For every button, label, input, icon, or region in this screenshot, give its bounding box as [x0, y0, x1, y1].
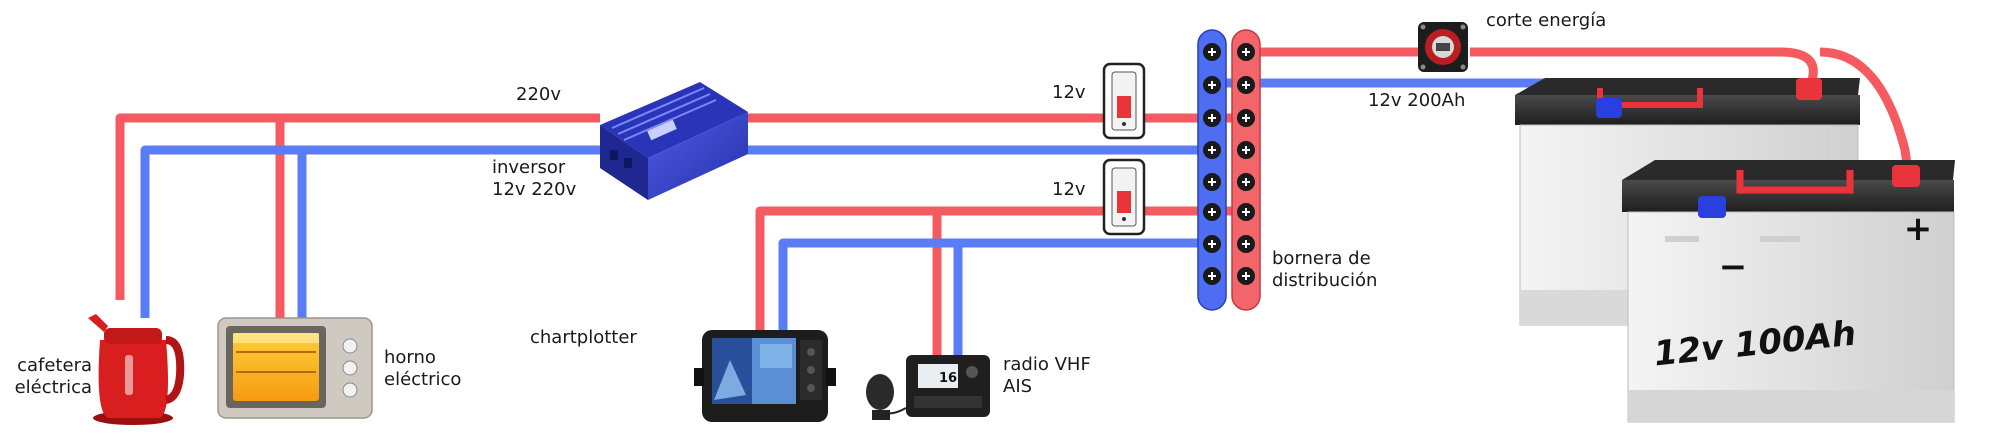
- inverter-icon: [600, 82, 748, 200]
- wire-nav-positive: [755, 206, 1245, 333]
- label-bus-line1: bornera de: [1272, 248, 1371, 269]
- label-radio-line2: AIS: [1003, 376, 1033, 397]
- wire-nav-negative: [778, 238, 1212, 333]
- label-chartplotter: chartplotter: [530, 327, 637, 348]
- chartplotter-icon: [694, 330, 836, 422]
- label-oven-line1: horno: [384, 347, 436, 368]
- battery-plus-sign: +: [1904, 209, 1933, 249]
- negative-bus-terminal: [1203, 141, 1221, 159]
- negative-bus-terminal: [1203, 203, 1221, 221]
- wire-220v-negative: [140, 145, 600, 318]
- kettle-icon: [88, 314, 185, 425]
- label-battery-switch: corte energía: [1486, 10, 1607, 31]
- label-oven-line2: eléctrico: [384, 369, 462, 390]
- battery-icon: [1622, 160, 1955, 423]
- battery-minus-sign: −: [1719, 247, 1748, 287]
- label-battery-bank: 12v 200Ah: [1368, 90, 1466, 111]
- negative-bus-terminal: [1203, 43, 1221, 61]
- wire-switch-to-battery: [1470, 47, 1818, 82]
- bus-terminals: [1203, 43, 1255, 285]
- positive-bus-terminal: [1237, 76, 1255, 94]
- positive-bus-terminal: [1237, 173, 1255, 191]
- label-kettle-line2: eléctrica: [14, 377, 92, 398]
- radio-display: 16: [939, 371, 957, 386]
- negative-bus-terminal: [1203, 267, 1221, 285]
- label-distribution-bus: bornera de distribución: [1272, 248, 1377, 292]
- label-kettle-line1: cafetera: [17, 355, 92, 376]
- label-oven: horno eléctrico: [384, 347, 461, 391]
- label-radio: radio VHF AIS: [1003, 354, 1091, 398]
- wire-220v-positive: [115, 113, 600, 300]
- negative-bus-terminal: [1203, 173, 1221, 191]
- label-220v: 220v: [516, 84, 562, 105]
- label-breaker-top: 12v: [1052, 82, 1086, 103]
- breaker-bottom: [1102, 158, 1146, 236]
- label-radio-line1: radio VHF: [1003, 354, 1091, 375]
- positive-wires: [115, 47, 1913, 355]
- positive-bus-terminal: [1237, 109, 1255, 127]
- negative-bus-terminal: [1203, 235, 1221, 253]
- positive-bus-terminal: [1237, 267, 1255, 285]
- positive-bus-terminal: [1237, 203, 1255, 221]
- negative-bus-terminal: [1203, 109, 1221, 127]
- label-inverter-line1: inversor: [492, 157, 566, 178]
- positive-bus-terminal: [1237, 235, 1255, 253]
- label-breaker-bottom: 12v: [1052, 179, 1086, 200]
- label-bus-line2: distribución: [1272, 270, 1378, 291]
- label-kettle: cafetera eléctrica: [10, 355, 92, 399]
- vhf-radio-icon: 16: [866, 355, 990, 420]
- breaker-top: [1102, 62, 1146, 140]
- label-inverter-line2: 12v 220v: [492, 179, 577, 200]
- negative-wires: [140, 78, 1717, 355]
- label-inverter: inversor 12v 220v: [492, 157, 576, 201]
- wire-battery-jumper: [1819, 47, 1913, 173]
- negative-bus-terminal: [1203, 76, 1221, 94]
- positive-bus-terminal: [1237, 141, 1255, 159]
- oven-icon: [217, 317, 373, 419]
- battery-switch-icon: [1418, 22, 1468, 72]
- positive-bus-terminal: [1237, 43, 1255, 61]
